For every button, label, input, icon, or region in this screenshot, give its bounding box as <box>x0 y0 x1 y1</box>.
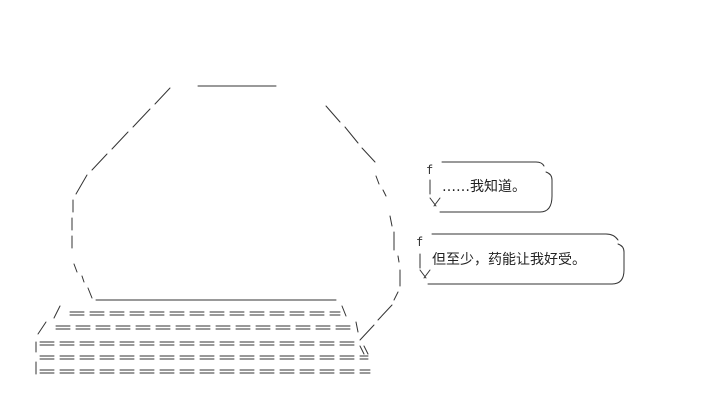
svg-text:f: f <box>426 163 433 177</box>
base-stack <box>35 299 371 375</box>
head-right-outline <box>325 105 401 341</box>
svg-text:f: f <box>416 235 423 249</box>
speech-bubble-2-text: 但至少，药能让我好受。 <box>432 252 586 268</box>
speech-bubble-1-text: ……我知道。 <box>442 179 526 195</box>
head-left-outline <box>71 87 171 299</box>
speech-bubble-1-outline: f <box>426 161 553 213</box>
speech-bubble-2-outline: f <box>416 233 625 285</box>
